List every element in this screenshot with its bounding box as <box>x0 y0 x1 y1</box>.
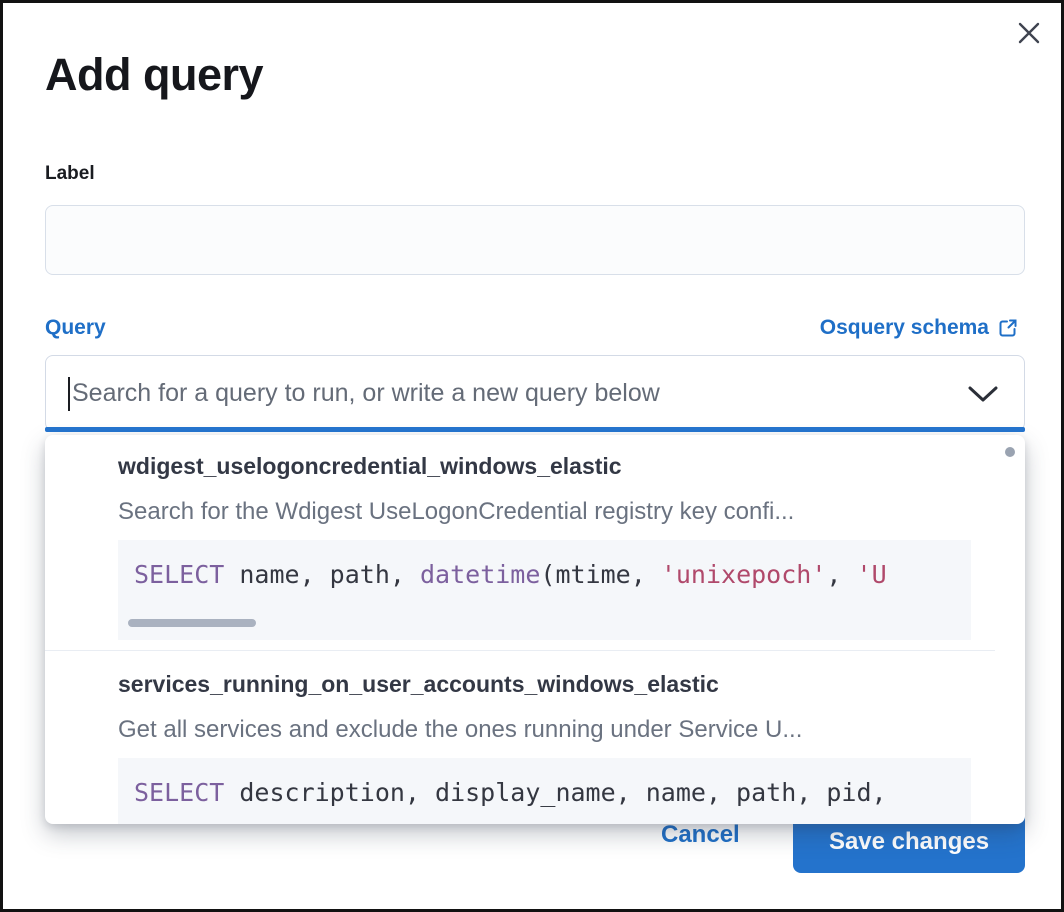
query-option-description: Get all services and exclude the ones ru… <box>118 716 803 743</box>
external-link-icon <box>999 319 1017 337</box>
combobox-focus-bar <box>45 427 1025 432</box>
close-icon <box>1018 22 1040 44</box>
close-button[interactable] <box>1015 19 1043 47</box>
osquery-schema-link-label: Osquery schema <box>819 316 989 339</box>
chevron-down-icon[interactable] <box>968 386 998 403</box>
query-option-sql-preview: SELECT name, path, datetime(mtime, 'unix… <box>118 540 971 640</box>
label-input[interactable] <box>45 205 1025 275</box>
query-option-sql-preview: SELECT description, display_name, name, … <box>118 758 971 824</box>
text-cursor <box>68 377 70 411</box>
cancel-button[interactable]: Cancel <box>651 817 750 853</box>
label-field-label: Label <box>45 163 95 184</box>
dropdown-scrollbar-thumb[interactable] <box>1005 447 1015 457</box>
query-option-description: Search for the Wdigest UseLogonCredentia… <box>118 498 795 525</box>
query-field-label: Query <box>45 316 106 339</box>
query-combobox-placeholder: Search for a query to run, or write a ne… <box>72 379 660 407</box>
query-suggestions-dropdown: wdigest_uselogoncredential_windows_elast… <box>45 435 1025 824</box>
code-horizontal-scrollbar-thumb[interactable] <box>128 619 256 627</box>
query-option-name: services_running_on_user_accounts_window… <box>118 671 719 697</box>
option-divider <box>45 650 995 651</box>
query-option-services[interactable]: services_running_on_user_accounts_window… <box>45 651 1025 824</box>
osquery-schema-link[interactable]: Osquery schema <box>820 316 1019 340</box>
modal-title: Add query <box>45 49 264 100</box>
sql-code: SELECT description, display_name, name, … <box>134 778 887 807</box>
query-combobox[interactable]: Search for a query to run, or write a ne… <box>45 355 1025 431</box>
sql-code: SELECT name, path, datetime(mtime, 'unix… <box>134 560 887 589</box>
query-option-wdigest[interactable]: wdigest_uselogoncredential_windows_elast… <box>45 435 1025 640</box>
query-option-name: wdigest_uselogoncredential_windows_elast… <box>118 453 622 479</box>
